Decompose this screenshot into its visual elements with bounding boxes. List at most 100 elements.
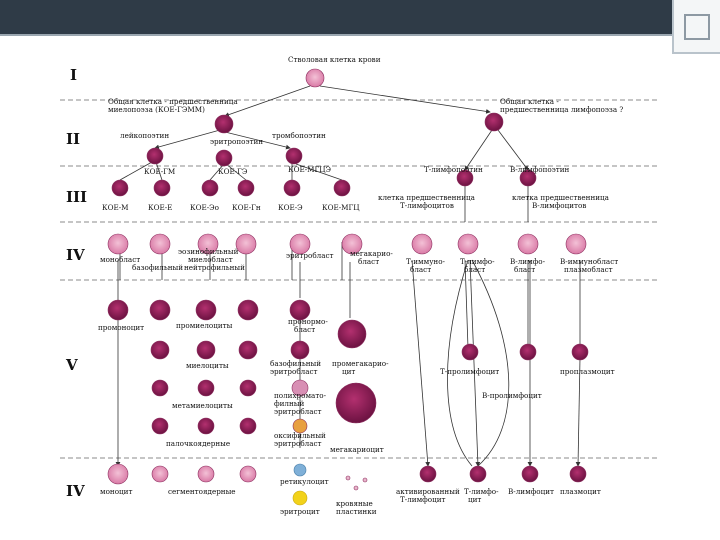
- t-precursor-cell: [456, 169, 474, 187]
- level-label-6: IV: [66, 482, 85, 500]
- lymphoid-precursor-cell: [484, 112, 504, 132]
- myeloblast-cell: [197, 233, 219, 255]
- koe-gm-cell: [146, 147, 164, 165]
- erythrocyte-cell: [292, 490, 308, 506]
- koe-mgtse-cell: [285, 147, 303, 165]
- level-label-1: I: [70, 66, 77, 84]
- stem-cell: [305, 68, 325, 88]
- label-t-precursor-a: клетка предшественница: [378, 193, 476, 202]
- basophilic-normoblast-cell: [290, 340, 310, 360]
- label-plasmocyte: плазмоцит: [560, 487, 601, 496]
- label-metamyelocytes: метамиелоциты: [172, 401, 233, 410]
- label-megakaryocyte: мегакариоцит: [330, 445, 384, 454]
- cells: [107, 68, 589, 506]
- label-t-lymphocyte-b: цит: [468, 495, 481, 504]
- label-t-lymphoblast-a: Т-лимфо-: [460, 257, 495, 266]
- promyelocyte-cell-1: [149, 299, 171, 321]
- label-leukopoietin: лейкопоэтин: [120, 131, 169, 140]
- myelocyte-cell-3: [238, 340, 258, 360]
- monocyte-cell: [107, 463, 129, 485]
- label-koe-gm: КОЕ-ГМ: [144, 167, 175, 176]
- label-pronormoblast-b: бласт: [294, 325, 315, 334]
- label-myeloblast: миелобласт: [188, 255, 233, 264]
- koe-e-cell: [153, 179, 171, 197]
- myeloid-precursor-cell: [214, 114, 234, 134]
- label-megakaryoblast-b: бласт: [358, 257, 379, 266]
- platelet-2: [353, 485, 359, 491]
- level-separators: [60, 99, 660, 459]
- label-segmented: сегментоядерные: [168, 487, 236, 496]
- b-prolymphocyte-cell: [519, 343, 537, 361]
- stem-cell-title: Стволовая клетка крови: [288, 55, 381, 64]
- label-activated-t-b: Т-лимфоцит: [400, 495, 446, 504]
- pronormoblast-cell: [289, 299, 311, 321]
- label-lymphoid-precursor-b: предшественница лимфопоэза ?: [500, 105, 623, 114]
- b-precursor-cell: [519, 169, 537, 187]
- segmented-cell-1: [151, 465, 169, 483]
- label-band-cells: палочкоядерные: [166, 439, 230, 448]
- label-proplasmocyte: проплазмоцит: [560, 367, 615, 376]
- label-platelets-b: пластинки: [336, 507, 377, 516]
- label-koe-eo: КОЕ-Эо: [190, 203, 219, 212]
- label-b-precursor-b: В-лимфоцитов: [532, 201, 586, 210]
- label-polychromatic-a: полихромато-: [274, 391, 327, 400]
- label-lymphoid-precursor-a: Общая клетка -: [500, 97, 559, 106]
- label-koe-mgts: КОЕ-МГЦ: [322, 203, 360, 212]
- label-b-lymphopoietin: В-лимфопоэтин: [510, 165, 570, 174]
- label-b-lymphoblast-b: бласт: [514, 265, 535, 274]
- label-basophilic-blast: базофильный: [132, 263, 183, 272]
- label-erythropoietin: эритропоэтин: [210, 137, 263, 146]
- label-koe-mgtse: КОЕ-МГЦЭ: [288, 165, 332, 174]
- b-immunoblast-cell: [565, 233, 587, 255]
- promonocyte-cell: [107, 299, 129, 321]
- metamyelocyte-cell-3: [239, 379, 257, 397]
- t-immunoblast-cell: [411, 233, 433, 255]
- level-label-3: III: [66, 188, 87, 206]
- koe-gn-cell: [237, 179, 255, 197]
- label-t-immunoblast-a: Т-иммуно-: [406, 257, 446, 266]
- promyelocyte-cell-3: [237, 299, 259, 321]
- label-oxyphilic-a: оксифильный: [274, 431, 326, 440]
- band-cell-3: [239, 417, 257, 435]
- label-b-lymphocyte: В-лимфоцит: [508, 487, 554, 496]
- label-polychromatic-c: эритробласт: [274, 407, 322, 416]
- label-b-lymphoblast-a: В-лимфо-: [510, 257, 546, 266]
- reticulocyte-cell: [293, 463, 307, 477]
- label-myeloid-precursor-a: Общая клетка - предшественница: [108, 97, 238, 106]
- band-cell-2: [197, 417, 215, 435]
- koe-geo-cell: [215, 149, 233, 167]
- koe-eo-cell: [201, 179, 219, 197]
- megakaryoblast-cell: [341, 233, 363, 255]
- segmented-cell-2: [197, 465, 215, 483]
- corner-ornament: [672, 0, 720, 54]
- label-b-precursor-a: клетка предшественница: [512, 193, 610, 202]
- plasmocyte-cell: [569, 465, 587, 483]
- erythroblast-cell: [289, 233, 311, 255]
- label-koe-gn: КОЕ-Гн: [232, 203, 261, 212]
- label-neutrophilic-blast: нейтрофильный: [184, 263, 245, 272]
- header-underline: [0, 34, 720, 36]
- promyelocyte-cell-2: [195, 299, 217, 321]
- label-promyelocytes: промиелоциты: [176, 321, 233, 330]
- label-promegakaryocyte-a: промегакарио-: [332, 359, 389, 368]
- label-myelocytes: миелоциты: [186, 361, 229, 370]
- basophilic-blast-cell: [235, 233, 257, 255]
- myelocyte-cell-2: [196, 340, 216, 360]
- t-lymphoblast-cell: [457, 233, 479, 255]
- label-myeloid-precursor-b: миелопоэза (КОЕ-ГЭММ): [108, 105, 205, 114]
- label-pronormoblast-a: пронормо-: [288, 317, 328, 326]
- t-prolymphocyte-cell: [461, 343, 479, 361]
- label-oxyphilic-b: эритробласт: [274, 439, 322, 448]
- label-b-prolymphocyte: В-пролимфоцит: [482, 391, 542, 400]
- label-t-lymphocyte-a: Т-лимфо-: [464, 487, 499, 496]
- b-lymphoblast-cell: [517, 233, 539, 255]
- level-label-2: II: [66, 130, 80, 148]
- hematopoiesis-diagram: I II III IV V IV: [60, 48, 660, 528]
- label-koe-geo: КОЕ-ГЭ: [218, 167, 248, 176]
- monoblast-cell: [107, 233, 129, 255]
- label-activated-t-a: активированный: [396, 487, 460, 496]
- megakaryocyte-cell: [335, 382, 377, 424]
- label-koe-3: КОЕ-Э: [278, 203, 303, 212]
- oxyphilic-cell: [292, 418, 308, 434]
- label-promegakaryocyte-b: цит: [342, 367, 355, 376]
